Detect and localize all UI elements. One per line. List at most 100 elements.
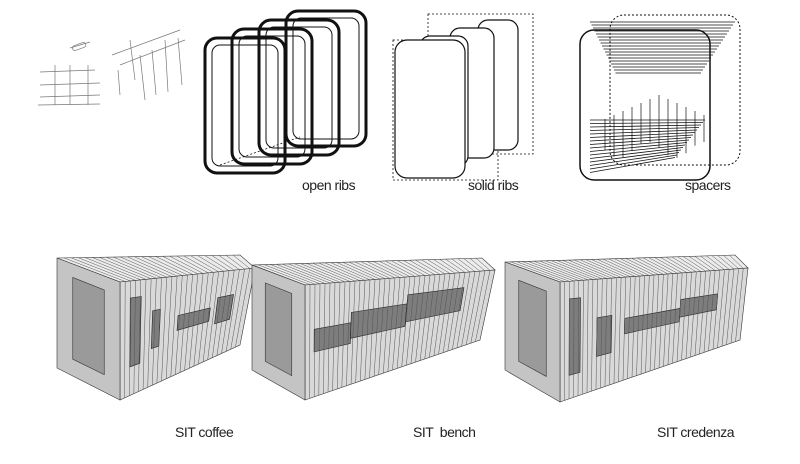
top-slat [141, 256, 183, 276]
side-slat [332, 282, 336, 391]
top-slat [556, 260, 603, 280]
side-slat [156, 277, 162, 384]
top-slat [579, 259, 622, 278]
side-slat [627, 276, 631, 379]
top-slat [533, 260, 584, 281]
top-slat [176, 255, 209, 274]
spacer-slat-bottom [589, 157, 676, 173]
solid-ribs-drawing [392, 13, 534, 181]
side-slat [726, 269, 735, 345]
top-slat [654, 257, 683, 274]
side-slat [622, 277, 627, 381]
top-slat [378, 260, 411, 277]
top-slat [342, 262, 381, 280]
top-slat [282, 263, 331, 284]
sketch-line [117, 69, 121, 96]
top-slat [385, 260, 416, 277]
side-slat [175, 275, 183, 375]
side-opening [150, 308, 161, 349]
side-slat [419, 275, 431, 361]
top-slat [276, 264, 326, 284]
top-slat [510, 261, 565, 282]
side-slat [429, 274, 441, 358]
top-slat [403, 260, 431, 276]
side-slat [179, 274, 188, 373]
label-spacers: spacers [685, 177, 731, 193]
top-slat [723, 255, 739, 269]
top-slat [671, 256, 697, 273]
top-slat [197, 255, 224, 272]
side-slat [663, 273, 669, 367]
side-slat [681, 272, 688, 361]
top-slat [585, 259, 626, 278]
side-slat [452, 272, 466, 350]
side-slat [708, 270, 716, 351]
top-slat [596, 258, 636, 277]
hand-sketch [37, 29, 186, 106]
top-slat [99, 257, 152, 280]
top-slat [336, 262, 376, 280]
label-sit-coffee: SIT coffee [175, 424, 234, 440]
side-slat [424, 274, 436, 359]
top-slat [85, 257, 141, 281]
top-slat [677, 256, 702, 272]
side-slat [198, 272, 209, 365]
top-slat [591, 259, 631, 277]
side-slat [640, 275, 645, 375]
top-slat [300, 263, 346, 283]
top-slat [63, 257, 126, 282]
top-slat [70, 257, 131, 282]
sketch-rod [72, 42, 87, 51]
side-slat [636, 276, 641, 376]
side-slat [346, 281, 351, 386]
top-slat [324, 262, 366, 281]
side-slat [350, 281, 356, 385]
side-slat [318, 283, 321, 396]
side-slat [456, 271, 471, 348]
top-slat [318, 262, 361, 281]
spacer-slat-bottom [589, 144, 686, 156]
spacer-slat-bottom [589, 124, 702, 128]
top-slat [288, 263, 336, 283]
top-slat [148, 256, 188, 276]
side-slat [600, 278, 603, 389]
top-slat [573, 259, 617, 279]
side-slat [573, 280, 575, 398]
label-open-ribs: open ribs [302, 177, 356, 193]
side-slat [341, 281, 346, 388]
side-opening [129, 296, 142, 368]
side-opening [214, 294, 234, 325]
top-slat [545, 260, 593, 280]
top-slat [694, 256, 716, 271]
spacers-drawing [579, 14, 741, 181]
side-slat [438, 273, 451, 355]
side-slat [694, 271, 702, 356]
side-slat [221, 270, 235, 354]
top-slat [218, 255, 240, 270]
label-sit-bench: SIT bench [413, 424, 476, 440]
side-slat [586, 279, 589, 393]
side-slat [618, 277, 622, 382]
label-sit-credenza: SIT credenza [657, 424, 735, 440]
top-slat [457, 258, 476, 272]
top-slat [660, 257, 688, 273]
side-slat [645, 275, 650, 373]
side-slat [138, 279, 142, 392]
top-slat [120, 256, 167, 278]
top-slat [706, 255, 725, 270]
top-slat [469, 258, 486, 271]
side-slat [396, 277, 406, 369]
top-slat [688, 256, 711, 272]
spacer-frame-front [579, 29, 711, 181]
side-slat [406, 276, 416, 366]
side-slat [442, 273, 456, 353]
top-slat [568, 259, 612, 279]
side-slat [355, 280, 361, 383]
side-slat [654, 274, 659, 370]
side-slat [721, 269, 730, 347]
side-slat [387, 277, 396, 372]
open-rib [230, 27, 314, 166]
top-slat [562, 260, 608, 279]
side-slat [613, 277, 617, 384]
top-slat [78, 257, 136, 281]
